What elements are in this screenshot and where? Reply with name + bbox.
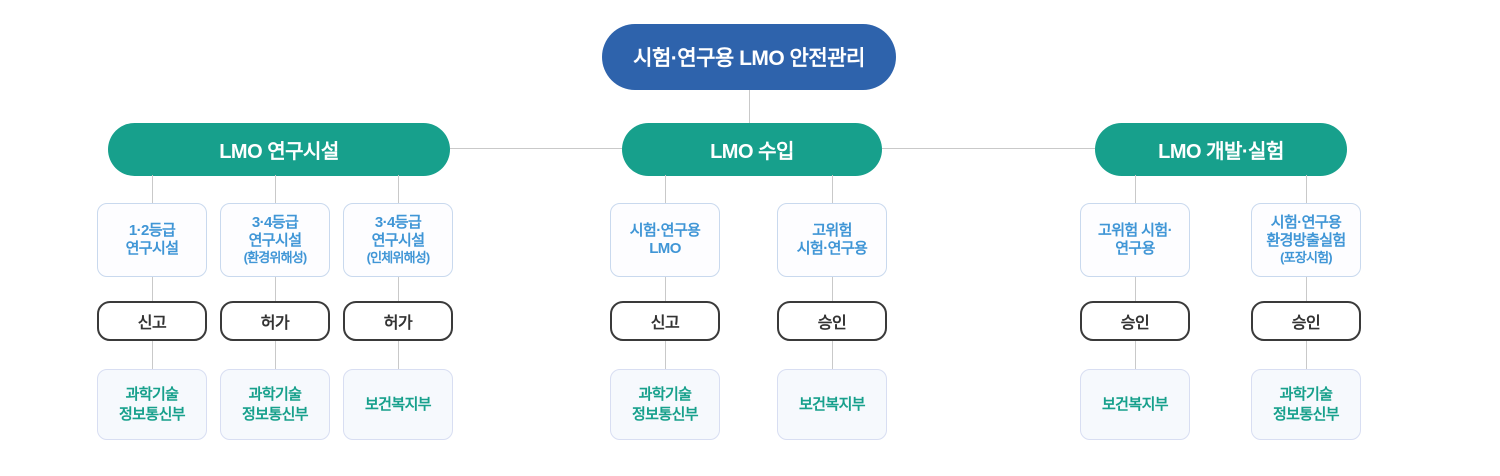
category-label: 1·2등급 연구시설 bbox=[125, 221, 179, 257]
ministry-box: 과학기술 정보통신부 bbox=[1251, 369, 1361, 440]
action-label: 신고 bbox=[650, 315, 680, 332]
column: 3·4등급 연구시설 (환경위해성) 허가 과학기술 정보통신부 bbox=[220, 175, 330, 440]
ministry-label: 과학기술 정보통신부 bbox=[631, 386, 699, 423]
ministry-box: 보건복지부 bbox=[1080, 369, 1190, 440]
action-label: 허가 bbox=[260, 315, 290, 332]
connector-action-to-ministry bbox=[274, 341, 276, 369]
category-sublabel: (인체위해성) bbox=[366, 250, 431, 266]
ministry-label: 과학기술 정보통신부 bbox=[1272, 386, 1340, 423]
category-box: 고위험 시험· 연구용 bbox=[1080, 203, 1190, 277]
column: 고위험 시험·연구용 승인 보건복지부 bbox=[777, 175, 887, 440]
ministry-label: 보건복지부 bbox=[364, 395, 432, 413]
connector-category-to-action bbox=[151, 277, 153, 301]
ministry-label: 과학기술 정보통신부 bbox=[241, 386, 309, 423]
ministry-box: 보건복지부 bbox=[777, 369, 887, 440]
category-label: 3·4등급 연구시설 bbox=[371, 213, 425, 250]
action-label: 승인 bbox=[1291, 315, 1321, 332]
column: 시험·연구용 LMO 신고 과학기술 정보통신부 bbox=[610, 175, 720, 440]
group-pill-lmo-import: LMO 수입 bbox=[622, 123, 882, 176]
category-label: 3·4등급 연구시설 bbox=[248, 213, 302, 250]
connector-category-to-action bbox=[1134, 277, 1136, 301]
action-box: 허가 bbox=[220, 301, 330, 341]
category-label: 고위험 시험· 연구용 bbox=[1098, 221, 1173, 257]
group-pill-label: LMO 수입 bbox=[710, 141, 794, 163]
column: 3·4등급 연구시설 (인체위해성) 허가 보건복지부 bbox=[343, 175, 453, 440]
connector-pill-to-category bbox=[1305, 175, 1307, 203]
action-box: 허가 bbox=[343, 301, 453, 341]
action-box: 승인 bbox=[1080, 301, 1190, 341]
category-label: 고위험 시험·연구용 bbox=[796, 221, 868, 257]
root-node-label: 시험·연구용 LMO 안전관리 bbox=[633, 47, 865, 70]
connector-root-to-import bbox=[749, 90, 750, 123]
connector-group2-group3 bbox=[882, 148, 1095, 149]
action-box: 승인 bbox=[1251, 301, 1361, 341]
connector-pill-to-category bbox=[1134, 175, 1136, 203]
action-box: 신고 bbox=[97, 301, 207, 341]
category-label: 시험·연구용 환경방출실험 bbox=[1266, 213, 1346, 250]
group-pill-label: LMO 개발·실험 bbox=[1158, 141, 1284, 163]
category-box: 고위험 시험·연구용 bbox=[777, 203, 887, 277]
connector-action-to-ministry bbox=[151, 341, 153, 369]
connector-pill-to-category bbox=[397, 175, 399, 203]
column: 1·2등급 연구시설 신고 과학기술 정보통신부 bbox=[97, 175, 207, 440]
action-box: 승인 bbox=[777, 301, 887, 341]
connector-group1-group2 bbox=[450, 148, 622, 149]
category-box: 1·2등급 연구시설 bbox=[97, 203, 207, 277]
category-sublabel: (환경위해성) bbox=[243, 250, 308, 266]
connector-pill-to-category bbox=[151, 175, 153, 203]
connector-action-to-ministry bbox=[664, 341, 666, 369]
action-box: 신고 bbox=[610, 301, 720, 341]
ministry-box: 과학기술 정보통신부 bbox=[97, 369, 207, 440]
category-box: 3·4등급 연구시설 (환경위해성) bbox=[220, 203, 330, 277]
ministry-box: 보건복지부 bbox=[343, 369, 453, 440]
column: 시험·연구용 환경방출실험 (포장시험) 승인 과학기술 정보통신부 bbox=[1251, 175, 1361, 440]
connector-category-to-action bbox=[397, 277, 399, 301]
connector-category-to-action bbox=[664, 277, 666, 301]
column: 고위험 시험· 연구용 승인 보건복지부 bbox=[1080, 175, 1190, 440]
category-box: 시험·연구용 LMO bbox=[610, 203, 720, 277]
group-pill-label: LMO 연구시설 bbox=[219, 141, 339, 163]
action-label: 승인 bbox=[1120, 315, 1150, 332]
connector-action-to-ministry bbox=[1134, 341, 1136, 369]
connector-action-to-ministry bbox=[831, 341, 833, 369]
category-box: 시험·연구용 환경방출실험 (포장시험) bbox=[1251, 203, 1361, 277]
group-pill-lmo-research-facility: LMO 연구시설 bbox=[108, 123, 450, 176]
action-label: 허가 bbox=[383, 315, 413, 332]
connector-pill-to-category bbox=[831, 175, 833, 203]
category-sublabel: (포장시험) bbox=[1280, 250, 1332, 266]
ministry-label: 보건복지부 bbox=[1101, 395, 1169, 413]
connector-action-to-ministry bbox=[1305, 341, 1307, 369]
ministry-box: 과학기술 정보통신부 bbox=[220, 369, 330, 440]
action-label: 신고 bbox=[137, 315, 167, 332]
category-label: 시험·연구용 LMO bbox=[629, 221, 701, 257]
ministry-label: 보건복지부 bbox=[798, 395, 866, 413]
ministry-box: 과학기술 정보통신부 bbox=[610, 369, 720, 440]
action-label: 승인 bbox=[817, 315, 847, 332]
connector-category-to-action bbox=[1305, 277, 1307, 301]
connector-pill-to-category bbox=[664, 175, 666, 203]
ministry-label: 과학기술 정보통신부 bbox=[118, 386, 186, 423]
root-node: 시험·연구용 LMO 안전관리 bbox=[602, 24, 896, 90]
group-pill-lmo-development-experiment: LMO 개발·실험 bbox=[1095, 123, 1347, 176]
connector-category-to-action bbox=[274, 277, 276, 301]
connector-category-to-action bbox=[831, 277, 833, 301]
connector-action-to-ministry bbox=[397, 341, 399, 369]
connector-pill-to-category bbox=[274, 175, 276, 203]
category-box: 3·4등급 연구시설 (인체위해성) bbox=[343, 203, 453, 277]
